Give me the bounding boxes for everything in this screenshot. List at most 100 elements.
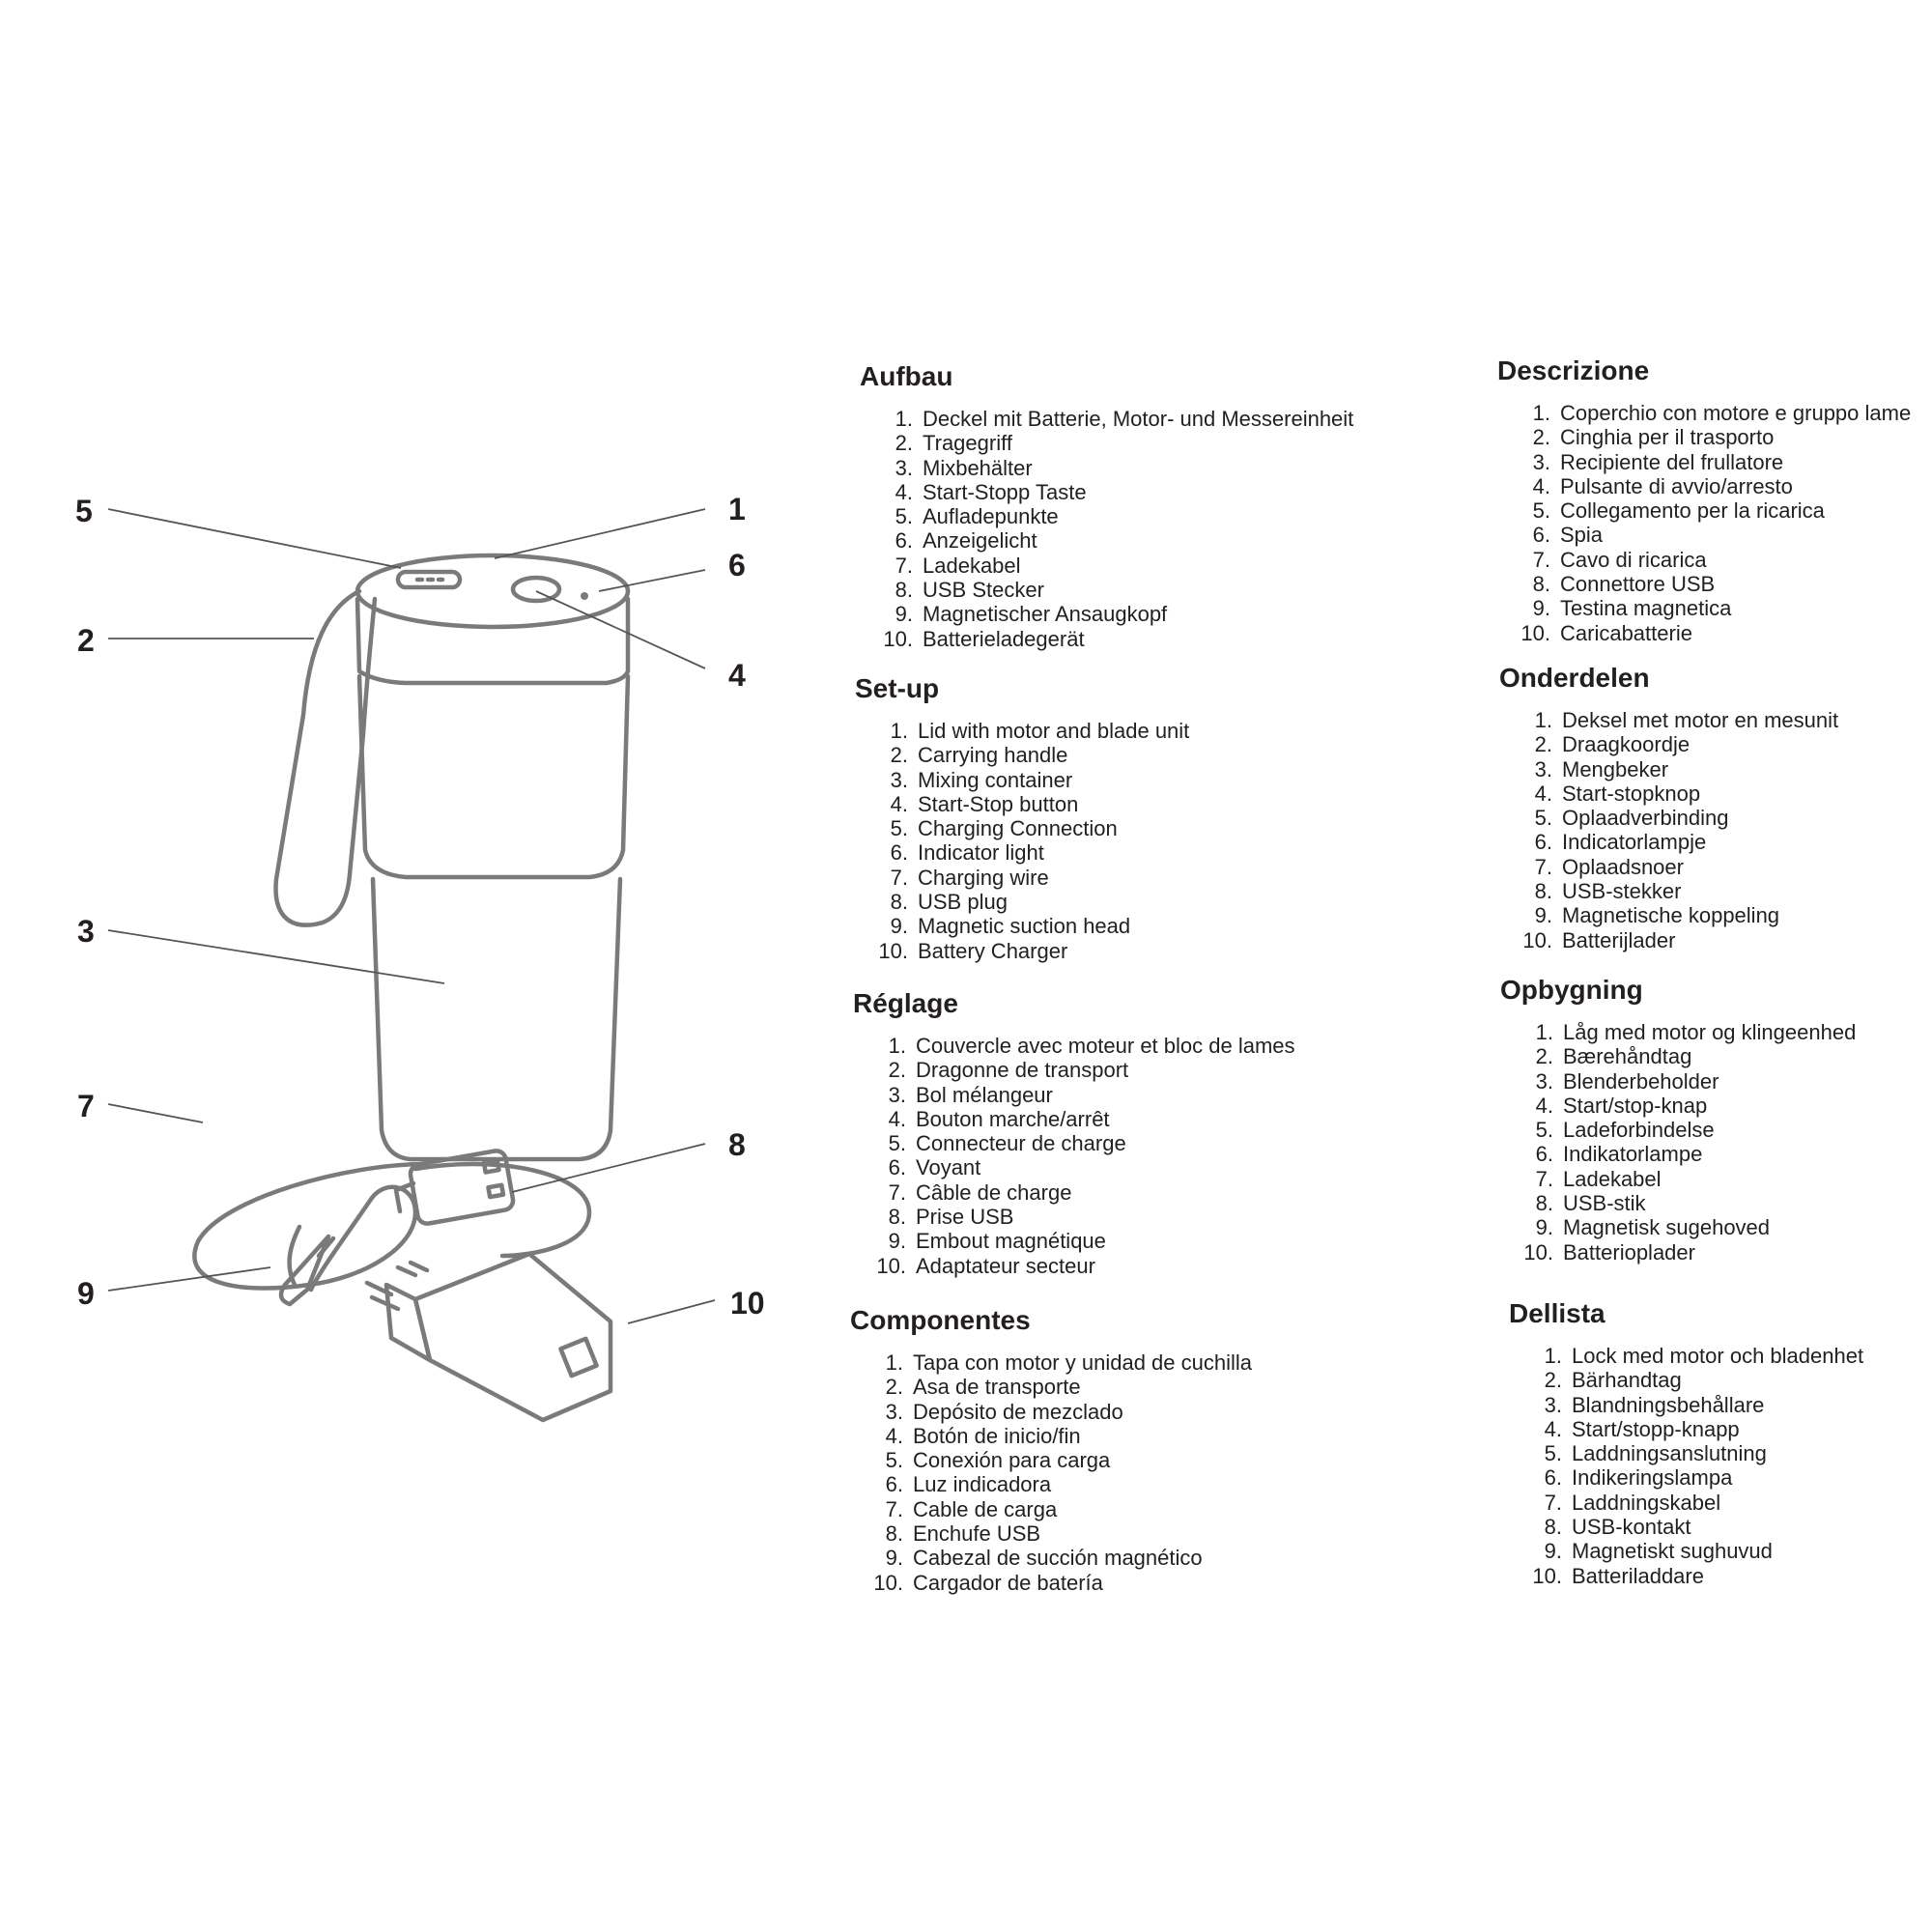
list-item: 1.Låg med motor og klingeenhed: [1520, 1020, 1857, 1044]
item-number: 9.: [1535, 1215, 1553, 1240]
item-label: Caricabatterie: [1560, 620, 1692, 645]
item-label: Laddningskabel: [1572, 1490, 1721, 1515]
item-label: Magnetic suction head: [918, 914, 1131, 939]
item-label: Cable de carga: [913, 1496, 1058, 1521]
item-label: USB-stekker: [1562, 879, 1682, 904]
item-label: Indikatorlampe: [1563, 1142, 1703, 1167]
item-number: 10.: [878, 938, 908, 963]
item-number: 10.: [1522, 927, 1552, 952]
section-title: Opbygning: [1500, 975, 1643, 1005]
item-number: 1.: [1544, 1344, 1562, 1368]
item-label: Blenderbeholder: [1563, 1068, 1719, 1094]
item-label: Testina magnetica: [1560, 596, 1732, 621]
item-label: Start/stop-knap: [1563, 1093, 1708, 1118]
section-title: Onderdelen: [1499, 663, 1650, 693]
item-number: 5.: [885, 1448, 903, 1473]
list-item: 9.Testina magnetica: [1517, 596, 1911, 620]
list-item: 10.Batteriladdare: [1528, 1564, 1863, 1588]
item-label: Deksel met motor en mesunit: [1562, 708, 1839, 732]
list-item: 10. Battery Charger: [874, 939, 1189, 963]
item-label: Charging wire: [918, 865, 1049, 890]
callout-10: 10: [730, 1286, 765, 1321]
callout-7: 7: [77, 1089, 95, 1123]
item-label: Dragonne de transport: [916, 1058, 1129, 1083]
list-item: 6.Indicator light: [874, 840, 1189, 865]
item-label: Cinghia per il trasporto: [1560, 425, 1775, 450]
battery-charger-drawing: [364, 1251, 613, 1423]
item-number: 3.: [1544, 1392, 1562, 1417]
item-number: 4.: [890, 791, 908, 816]
item-number: 2.: [885, 1375, 903, 1400]
list-item: 7.Ladekabel: [879, 554, 1353, 578]
item-number: 7.: [890, 865, 908, 890]
item-number: 7.: [895, 553, 913, 578]
item-label: Blandningsbehållare: [1572, 1392, 1765, 1417]
item-number: 1.: [895, 407, 913, 431]
item-label: Magnetischer Ansaugkopf: [923, 602, 1168, 627]
item-label: Oplaadsnoer: [1562, 854, 1684, 879]
item-number: 1.: [1535, 1020, 1553, 1044]
item-number: 4.: [1534, 781, 1552, 806]
item-label: Ladekabel: [1563, 1166, 1662, 1191]
list-item: 10.Caricabatterie: [1517, 621, 1911, 645]
list-item: 2.Bärhandtag: [1528, 1368, 1863, 1392]
item-label: Pulsante di avvio/arresto: [1560, 473, 1793, 498]
item-label: Mixbehälter: [923, 455, 1033, 480]
item-number: 8.: [885, 1521, 903, 1547]
usb-plug-drawing: [408, 1149, 516, 1226]
list-item: 8.USB Stecker: [879, 578, 1353, 602]
item-number: 10.: [1532, 1563, 1562, 1588]
item-number: 4.: [1544, 1416, 1562, 1441]
item-label: Start-Stopp Taste: [923, 479, 1087, 504]
blender-illustration: [192, 553, 631, 1423]
item-label: Start-stopknop: [1562, 781, 1701, 806]
list-item: 1.Deksel met motor en mesunit: [1519, 708, 1838, 732]
section-title: Descrizione: [1497, 355, 1650, 385]
list-item: 4.Pulsante di avvio/arresto: [1517, 474, 1911, 498]
section-title: Aufbau: [860, 361, 953, 391]
list-item: 8.Prise USB: [872, 1205, 1295, 1229]
item-number: 8.: [1535, 1191, 1553, 1216]
item-number: 6.: [890, 840, 908, 866]
item-label: Adaptateur secteur: [916, 1253, 1095, 1278]
item-label: USB-stik: [1563, 1191, 1646, 1216]
lid-drawing: [355, 596, 631, 686]
item-label: Batterijlader: [1562, 927, 1676, 952]
item-number: 1.: [890, 719, 908, 743]
item-label: Depósito de mezclado: [913, 1399, 1123, 1424]
list-item: 3.Depósito de mezclado: [869, 1400, 1252, 1424]
list-item: 6.Spia: [1517, 523, 1911, 547]
item-label: Charging Connection: [918, 816, 1118, 841]
list-item: 6.Indikeringslampa: [1528, 1465, 1863, 1490]
item-number: 6.: [1535, 1142, 1553, 1167]
list-item: 7.Câble de charge: [872, 1180, 1295, 1205]
item-label: Prise USB: [916, 1205, 1014, 1230]
item-label: Connettore USB: [1560, 572, 1716, 597]
list-item: 1.Lock med motor och bladenhet: [1528, 1344, 1863, 1368]
carrying-handle-drawing: [273, 588, 378, 927]
item-label: Deckel mit Batterie, Motor- und Messerei…: [923, 407, 1354, 431]
item-label: Cavo di ricarica: [1560, 547, 1707, 572]
item-number: 3.: [895, 455, 913, 480]
item-number: 4.: [885, 1423, 903, 1448]
list-item: 10.Cargador de batería: [869, 1571, 1252, 1595]
item-label: USB Stecker: [923, 578, 1044, 603]
item-number: 8.: [1544, 1515, 1562, 1540]
item-number: 2.: [1532, 425, 1550, 450]
list-item: 5.Connecteur de charge: [872, 1131, 1295, 1155]
item-label: Magnetische koppeling: [1562, 903, 1780, 928]
item-number: 5.: [1534, 806, 1552, 831]
item-label: Battery Charger: [918, 938, 1068, 963]
section-title: Componentes: [850, 1305, 1031, 1335]
list-item: 4.Botón de inicio/fin: [869, 1424, 1252, 1448]
section-german: Aufbau 1. Deckel mit Batterie, Motor- und…: [860, 360, 1353, 651]
section-title: Réglage: [853, 988, 958, 1018]
product-diagram: 5 1 6 2 4 3 7 8 9 10: [75, 492, 765, 1423]
item-number: 6.: [1534, 830, 1552, 855]
section-dutch: Onderdelen 1.Deksel met motor en mesunit…: [1499, 662, 1838, 952]
